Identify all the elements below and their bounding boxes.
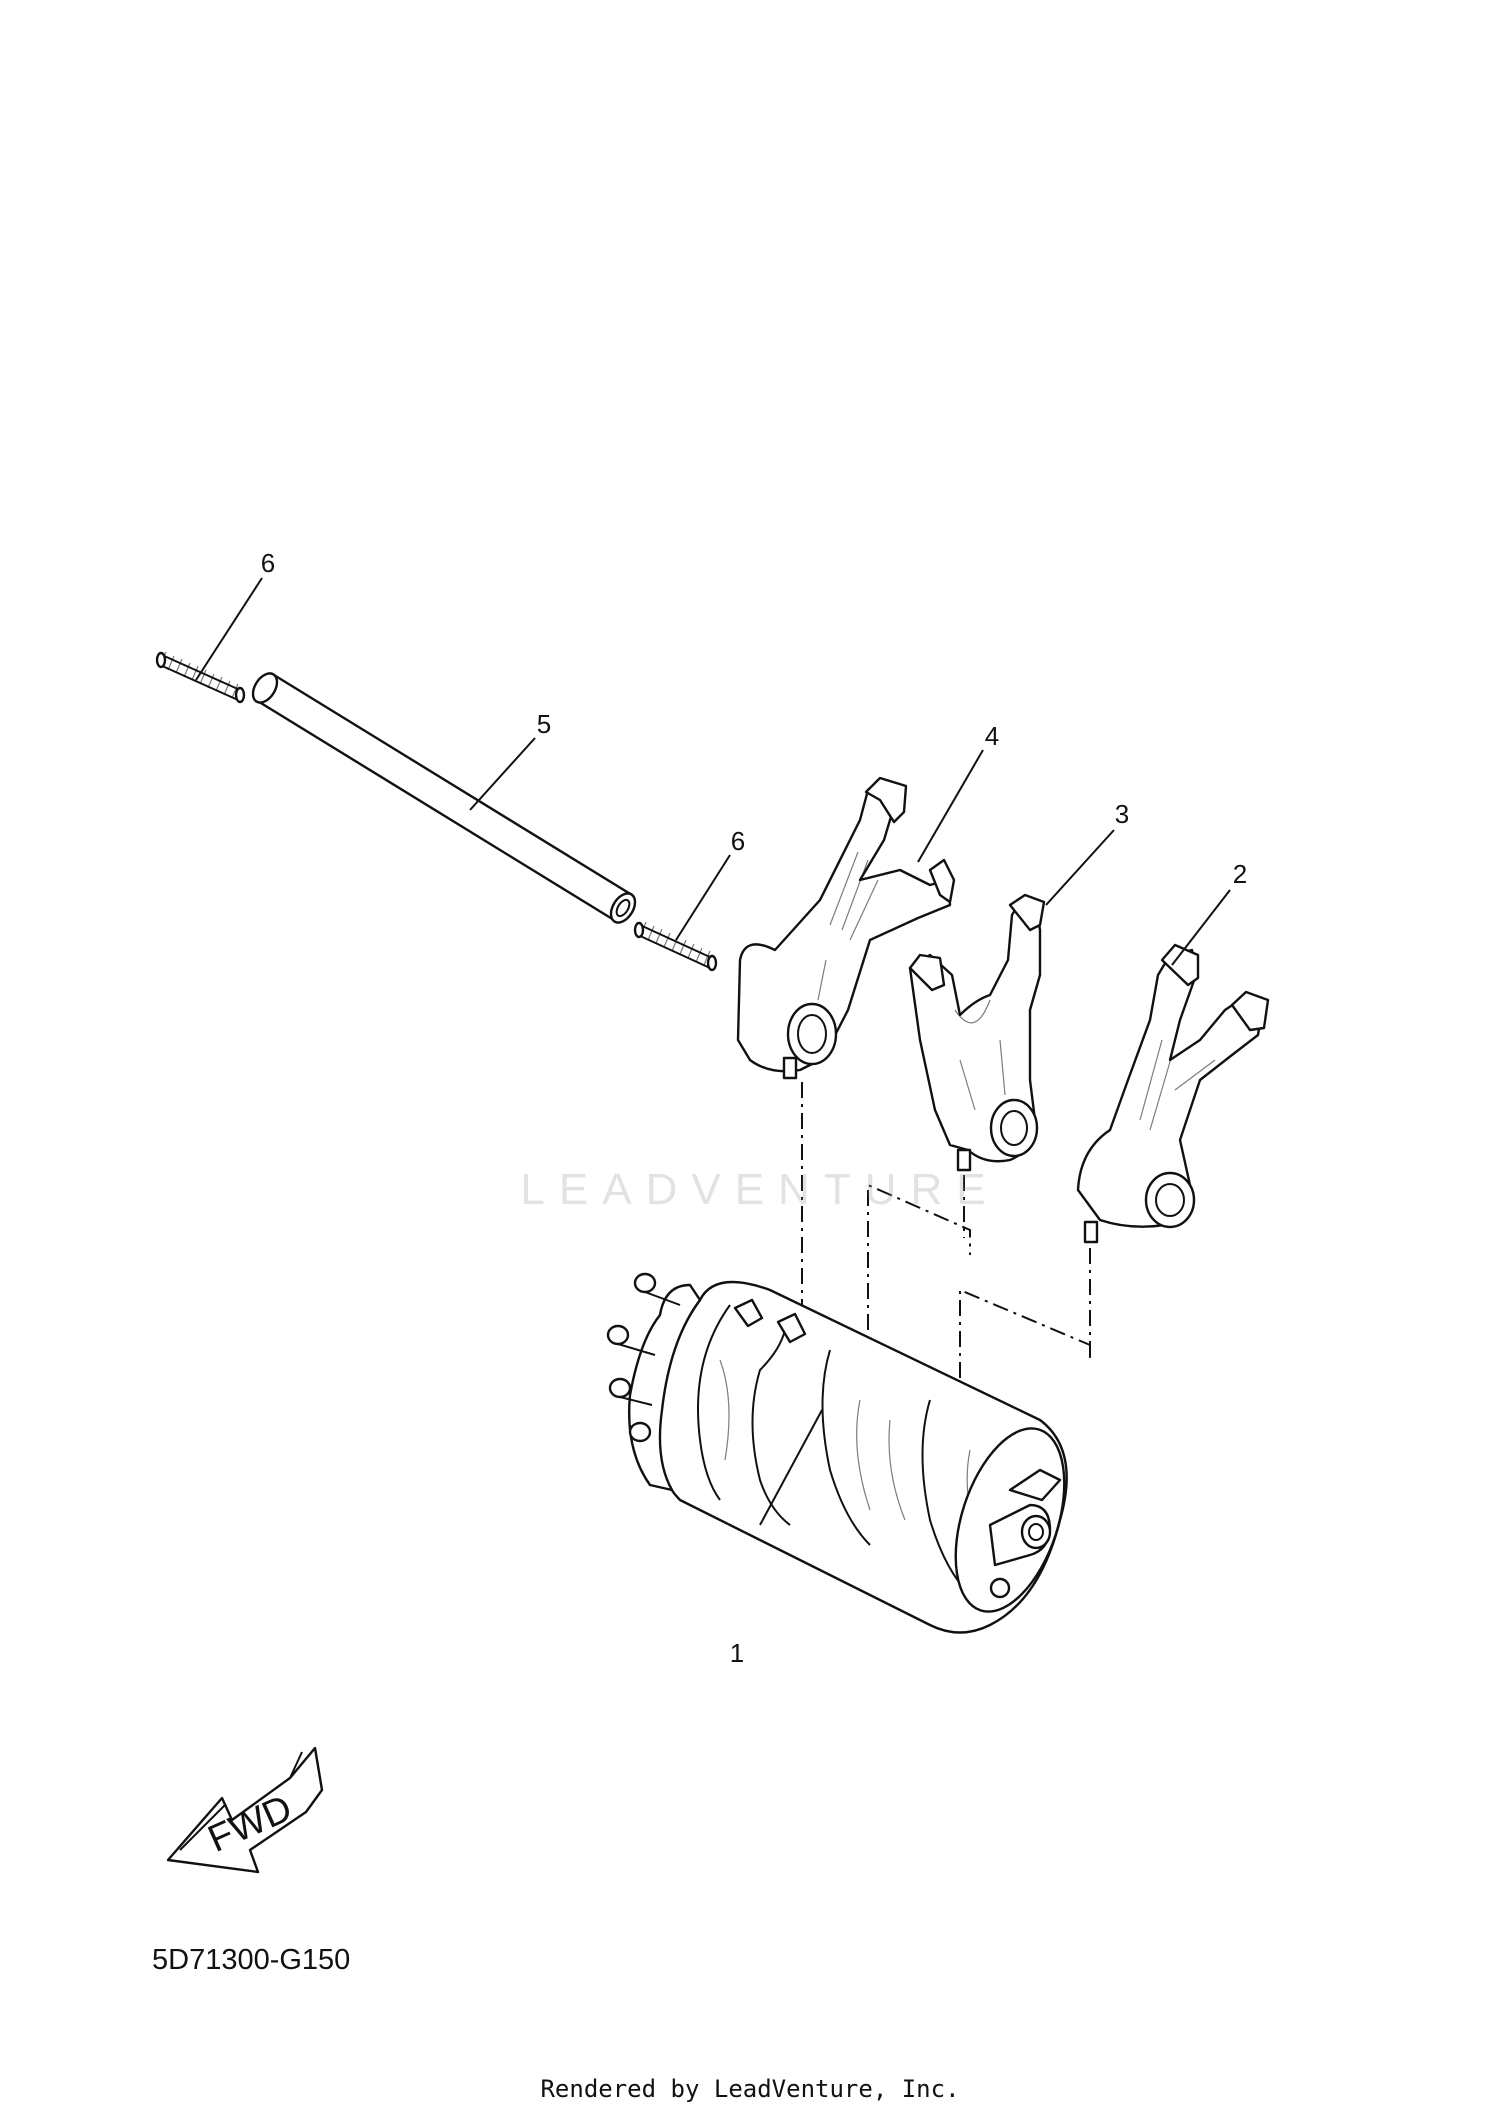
spring-lower: [633, 921, 718, 972]
callout-4: 4: [985, 721, 999, 751]
callout-6-upper: 6: [261, 548, 275, 578]
shift-fork-4: [736, 776, 956, 1080]
drum-end-pins: [606, 1272, 681, 1443]
fwd-arrow: FWD: [166, 1746, 324, 1874]
spring-upper: [155, 651, 246, 704]
shift-fork-3: [908, 893, 1046, 1172]
callout-1: 1: [730, 1638, 744, 1668]
diagram-code: 5D71300-G150: [152, 1944, 351, 1976]
projection-lines: [801, 1082, 1091, 1440]
callout-3: 3: [1115, 799, 1129, 829]
shift-drum: [606, 1272, 1068, 1634]
callout-6-lower: 6: [731, 826, 745, 856]
callout-labels: 6 5 6 4 3 2 1: [261, 548, 1247, 1668]
guide-bar: [251, 672, 637, 924]
footer-credit: Rendered by LeadVenture, Inc.: [540, 2075, 960, 2103]
callout-2: 2: [1233, 859, 1247, 889]
leader-lines: [195, 577, 1231, 1526]
shift-fork-2: [1076, 943, 1270, 1244]
callout-5: 5: [537, 709, 551, 739]
